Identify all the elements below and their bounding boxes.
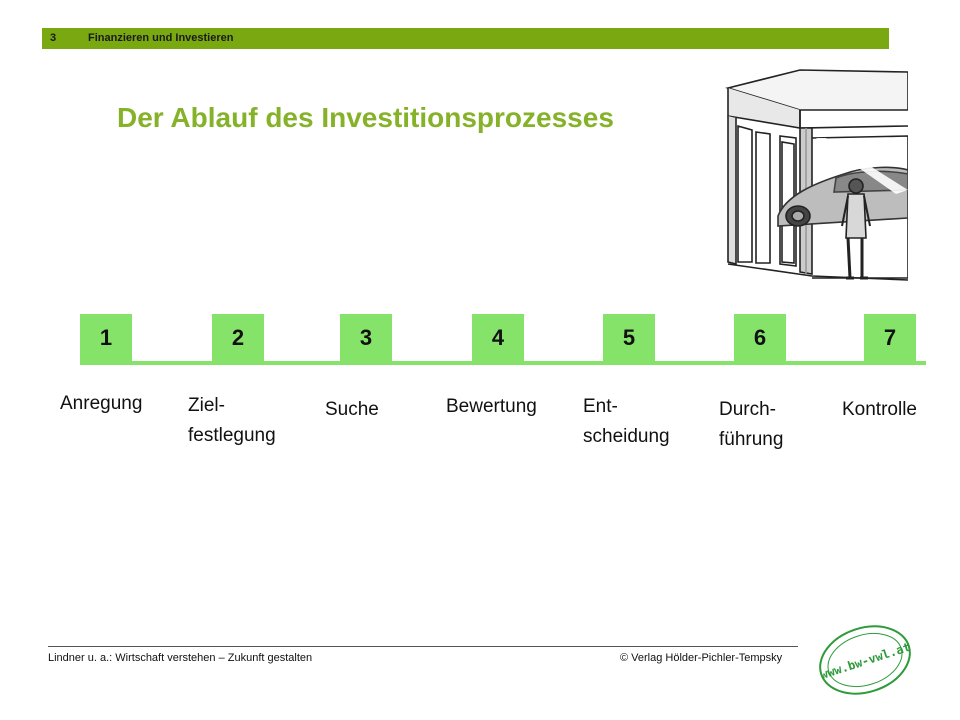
step-box-2: 2 [212,314,264,362]
step-box-3: 3 [340,314,392,362]
website-stamp: www.bw-vwl.at [818,625,912,695]
step-label-5: Ent- scheidung [583,396,670,447]
car-showroom-illustration [725,69,908,281]
header-bar: 3 Finanzieren und Investieren [42,28,889,49]
step-box-4: 4 [472,314,524,362]
footer-copyright: © Verlag Hölder-Pichler-Tempsky [620,652,783,664]
process-timeline [80,361,926,365]
step-label-4: Bewertung [446,396,537,417]
step-label-1: Anregung [60,393,143,414]
chapter-number: 3 [50,32,57,44]
footer-divider [48,646,798,647]
step-label-3: Suche [325,399,379,420]
step-label-2: Ziel- festlegung [188,395,276,446]
section-title: Finanzieren und Investieren [88,32,234,44]
step-box-1: 1 [80,314,132,362]
step-box-7: 7 [864,314,916,362]
step-box-6: 6 [734,314,786,362]
step-label-7: Kontrolle [842,399,917,420]
step-box-5: 5 [603,314,655,362]
step-label-6: Durch- führung [719,399,784,450]
page-title: Der Ablauf des Investitionsprozesses [117,102,614,133]
footer-citation: Lindner u. a.: Wirtschaft verstehen – Zu… [48,652,313,664]
